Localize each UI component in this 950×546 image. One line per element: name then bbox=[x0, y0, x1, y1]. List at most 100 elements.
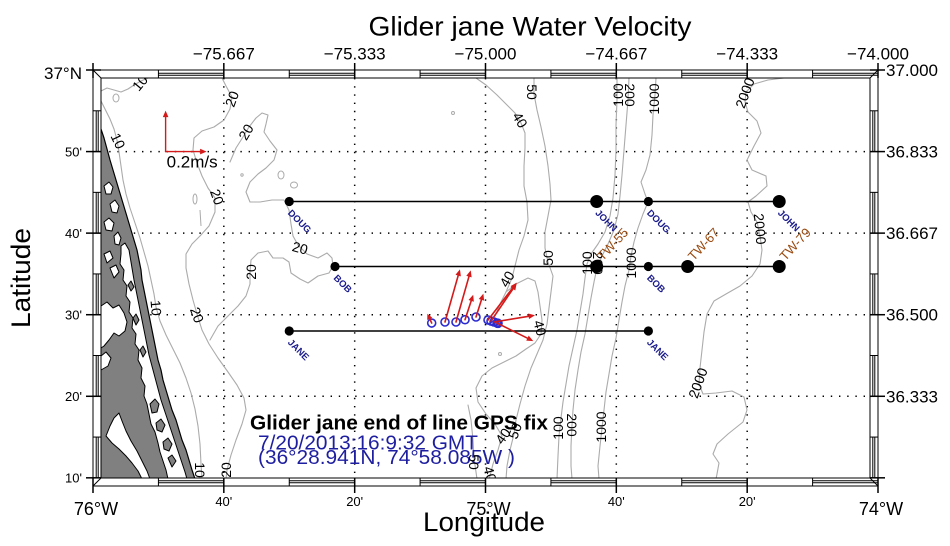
track-point bbox=[451, 317, 461, 327]
transect-lines bbox=[289, 200, 780, 332]
vector-arrowhead bbox=[200, 148, 207, 155]
gps-fix-time: 7/20/2013:16:9:32 GMT bbox=[258, 432, 478, 455]
vector-arrowhead bbox=[468, 294, 474, 302]
contour-line-200m bbox=[570, 77, 630, 480]
track-point bbox=[426, 318, 437, 328]
x-tick-label-bottom: 20' bbox=[346, 494, 363, 509]
contour-line-1000m bbox=[597, 77, 657, 480]
shoal-contour bbox=[277, 170, 285, 180]
contour-label: 50 bbox=[505, 421, 525, 441]
contour-label: 50 bbox=[540, 250, 556, 266]
contour-label: 20 bbox=[243, 264, 259, 280]
y-tick-label-right: 36.833 bbox=[886, 143, 938, 162]
contour-label: 40 bbox=[509, 109, 531, 131]
scale-label: 0.2m/s bbox=[167, 153, 218, 172]
sound-water bbox=[119, 242, 188, 480]
contour-line-2000m bbox=[698, 77, 785, 480]
land-mass bbox=[99, 125, 196, 480]
marsh-island bbox=[155, 418, 166, 433]
vector-arrowhead bbox=[427, 313, 433, 321]
contour-label: 20 bbox=[207, 187, 227, 207]
marsh-pond bbox=[113, 231, 122, 246]
vector-arrowhead bbox=[528, 313, 536, 320]
x-tick-label-bottom: 74°W bbox=[859, 499, 903, 519]
waypoint-marker bbox=[330, 261, 340, 272]
contour-label: 20 bbox=[218, 462, 234, 478]
vector-shaft bbox=[487, 287, 514, 321]
waypoint-marker bbox=[681, 259, 695, 273]
marsh-island bbox=[162, 437, 173, 452]
waypoint-marker bbox=[643, 196, 653, 207]
waypoint-marker bbox=[590, 195, 604, 209]
x-tick-label-top: −75.333 bbox=[324, 45, 386, 64]
contour-label: 100 bbox=[550, 416, 566, 440]
y-tick-label-right: 36.333 bbox=[886, 387, 938, 406]
contour-label: 200 bbox=[564, 413, 580, 437]
contour-label: 40 bbox=[530, 318, 550, 337]
y-tick-label-left: 37°N bbox=[44, 64, 82, 83]
gps-fix-annotation: Glider jane end of line GPS fix 7/20/201… bbox=[250, 413, 548, 470]
contour-line-50m bbox=[467, 404, 478, 480]
shoal-contour bbox=[192, 193, 198, 205]
velocity-vector bbox=[496, 322, 534, 342]
shoal-contour bbox=[290, 181, 298, 189]
frame-corner bbox=[869, 69, 879, 79]
shoal-contour bbox=[199, 209, 202, 227]
vector-arrowhead bbox=[455, 269, 461, 277]
vector-arrowhead bbox=[510, 283, 517, 291]
track-point bbox=[471, 312, 481, 322]
contour-line-10m bbox=[100, 100, 203, 480]
y-tick-label-left: 50' bbox=[65, 144, 82, 159]
vector-shaft bbox=[493, 315, 530, 323]
y-tick-label-left: 40' bbox=[65, 226, 82, 241]
velocity-vector bbox=[427, 313, 433, 324]
marsh-island bbox=[127, 280, 135, 292]
map-title: Glider jane Water Velocity bbox=[369, 12, 693, 42]
shoal-contour bbox=[451, 111, 455, 115]
contour-label: 40 bbox=[496, 268, 518, 290]
marsh-pond bbox=[109, 199, 120, 214]
contour-label: 1000 bbox=[593, 411, 609, 442]
contour-label: 10 bbox=[147, 300, 164, 317]
contour-label: 10 bbox=[192, 462, 208, 478]
waypoint-marker bbox=[284, 326, 294, 336]
x-tick-label-top: −74.333 bbox=[716, 45, 778, 64]
shoal-contour bbox=[112, 93, 120, 103]
contour-line-40m bbox=[475, 277, 543, 480]
shoal-contour bbox=[498, 352, 502, 356]
velocity-vector bbox=[444, 269, 461, 323]
waypoint-marker bbox=[772, 259, 786, 273]
x-tick-label-top: −74.667 bbox=[585, 45, 647, 64]
vector-shaft bbox=[496, 322, 529, 339]
marsh-pond bbox=[103, 217, 115, 232]
contour-labels: 10 10 10 10 20 20 20 20 20 20 20 50 40 1… bbox=[108, 72, 770, 484]
waypoint-marker bbox=[772, 195, 786, 209]
vector-arrowhead bbox=[162, 110, 169, 118]
x-tick-label-top: −74.000 bbox=[847, 45, 909, 64]
vector-shaft bbox=[428, 318, 433, 324]
y-tick-label-right: 37.000 bbox=[886, 61, 938, 80]
contour-label: 20 bbox=[235, 121, 257, 143]
coastline bbox=[99, 125, 196, 480]
x-tick-label-top: −75.000 bbox=[455, 45, 517, 64]
vector-arrowhead bbox=[478, 293, 485, 301]
x-tick-label-bottom: 75°W bbox=[466, 499, 510, 519]
velocity-vector bbox=[464, 294, 474, 321]
contour-label: 100 bbox=[610, 83, 626, 107]
waypoint-marker bbox=[590, 259, 604, 273]
waypoint-marker bbox=[643, 326, 653, 336]
contour-line-50m bbox=[505, 77, 554, 480]
contour-label: 1000 bbox=[646, 83, 662, 114]
y-tick-label-left: 30' bbox=[65, 307, 82, 322]
gps-fix-heading: Glider jane end of line GPS fix bbox=[250, 413, 548, 435]
contour-line-20m bbox=[209, 112, 334, 341]
y-tick-label-right: 36.500 bbox=[886, 306, 938, 325]
track-point bbox=[460, 314, 470, 325]
velocity-vector bbox=[475, 293, 485, 318]
x-tick-label-bottom: 40' bbox=[608, 494, 625, 509]
contour-line-40m bbox=[475, 77, 529, 315]
vector-arrowhead bbox=[466, 270, 472, 278]
